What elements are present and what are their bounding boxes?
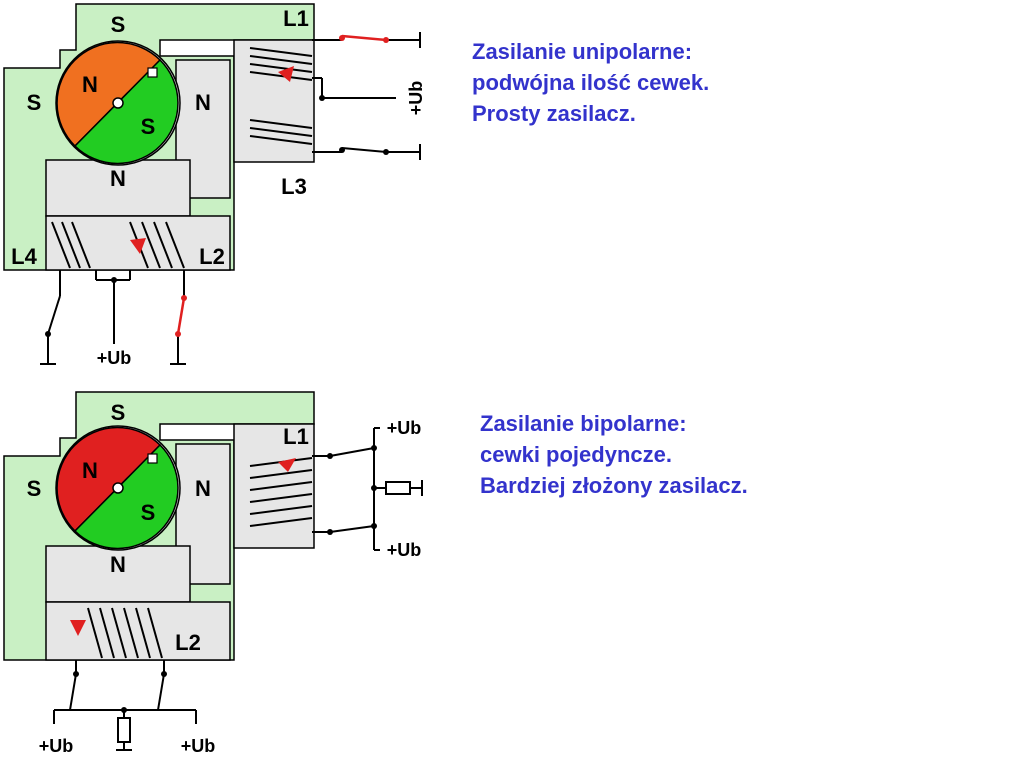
- coil-label-l1: L1: [283, 424, 309, 449]
- rotor-marker: [147, 67, 158, 78]
- bipolar-caption: Zasilanie bipolarne: cewki pojedyncze. B…: [480, 408, 748, 501]
- rotor-north-half: [56, 426, 162, 533]
- pole-label-bottom: N: [110, 166, 126, 191]
- supply-label-bottom-right: +Ub: [181, 736, 216, 756]
- coil-l1-windings: [249, 47, 313, 81]
- rotor-label-s: S: [141, 114, 156, 139]
- active-switch-right: [341, 34, 387, 42]
- rotor-label-n: N: [82, 458, 98, 483]
- pole-label-left: S: [27, 90, 42, 115]
- rotor-shaft: [112, 97, 124, 109]
- supply-label-bottom: +Ub: [97, 348, 132, 368]
- current-arrow-right: [278, 66, 294, 82]
- rotor-shaft: [112, 482, 124, 494]
- bottom-yoke: [45, 601, 231, 661]
- rotor-south-half: [73, 58, 179, 165]
- rotor-south-half: [73, 443, 179, 550]
- unipolar-caption-line-1: Zasilanie unipolarne:: [472, 39, 693, 64]
- coil-l2-windings: [87, 607, 163, 659]
- pole-label-right: N: [195, 476, 211, 501]
- right-circuit: [312, 32, 421, 160]
- unipolar-motor-diagram: S S N N N S L1 L3 L4 L2 +Ub +Ub: [3, 3, 426, 368]
- pole-label-bottom: N: [110, 552, 126, 577]
- coil-label-l3: L3: [281, 174, 307, 199]
- bipolar-motor-diagram: S S N N N S L1 L2 +Ub +Ub +Ub +Ub: [3, 391, 423, 756]
- rotor-label-s: S: [141, 500, 156, 525]
- supply-label-right: +Ub: [406, 81, 426, 116]
- current-arrow-bottom: [130, 238, 146, 254]
- pole-piece-right: [175, 59, 231, 199]
- bipolar-caption-line-3: Bardziej złożony zasilacz.: [480, 473, 748, 498]
- coil-l1-windings: [249, 457, 313, 527]
- pole-label-top: S: [111, 12, 126, 37]
- coil-l3-windings: [249, 119, 313, 145]
- rotor-marker: [147, 453, 158, 464]
- coil-label-l4: L4: [11, 244, 37, 269]
- current-arrow-bottom: [70, 620, 86, 636]
- unipolar-caption: Zasilanie unipolarne: podwójna ilość cew…: [472, 36, 709, 129]
- active-switch-bottom: [176, 297, 186, 335]
- current-arrow-right: [278, 458, 296, 472]
- pole-piece-bottom: [45, 545, 191, 603]
- bipolar-caption-line-2: cewki pojedyncze.: [480, 442, 672, 467]
- pole-label-right: N: [195, 90, 211, 115]
- supply-label-bottom-left: +Ub: [39, 736, 74, 756]
- pole-label-left: S: [27, 476, 42, 501]
- coil-label-l2: L2: [199, 244, 225, 269]
- bipolar-caption-line-1: Zasilanie bipolarne:: [480, 411, 687, 436]
- coil-l4-windings: [51, 221, 91, 269]
- coil-label-l2: L2: [175, 630, 201, 655]
- supply-label-mid: +Ub: [387, 540, 422, 560]
- rotor-north-half: [56, 41, 162, 148]
- rotor-label-n: N: [82, 72, 98, 97]
- unipolar-caption-line-2: podwójna ilość cewek.: [472, 70, 710, 95]
- unipolar-caption-line-3: Prosty zasilacz.: [472, 101, 636, 126]
- supply-label-top: +Ub: [387, 418, 422, 438]
- coil-label-l1: L1: [283, 6, 309, 31]
- pole-label-top: S: [111, 400, 126, 425]
